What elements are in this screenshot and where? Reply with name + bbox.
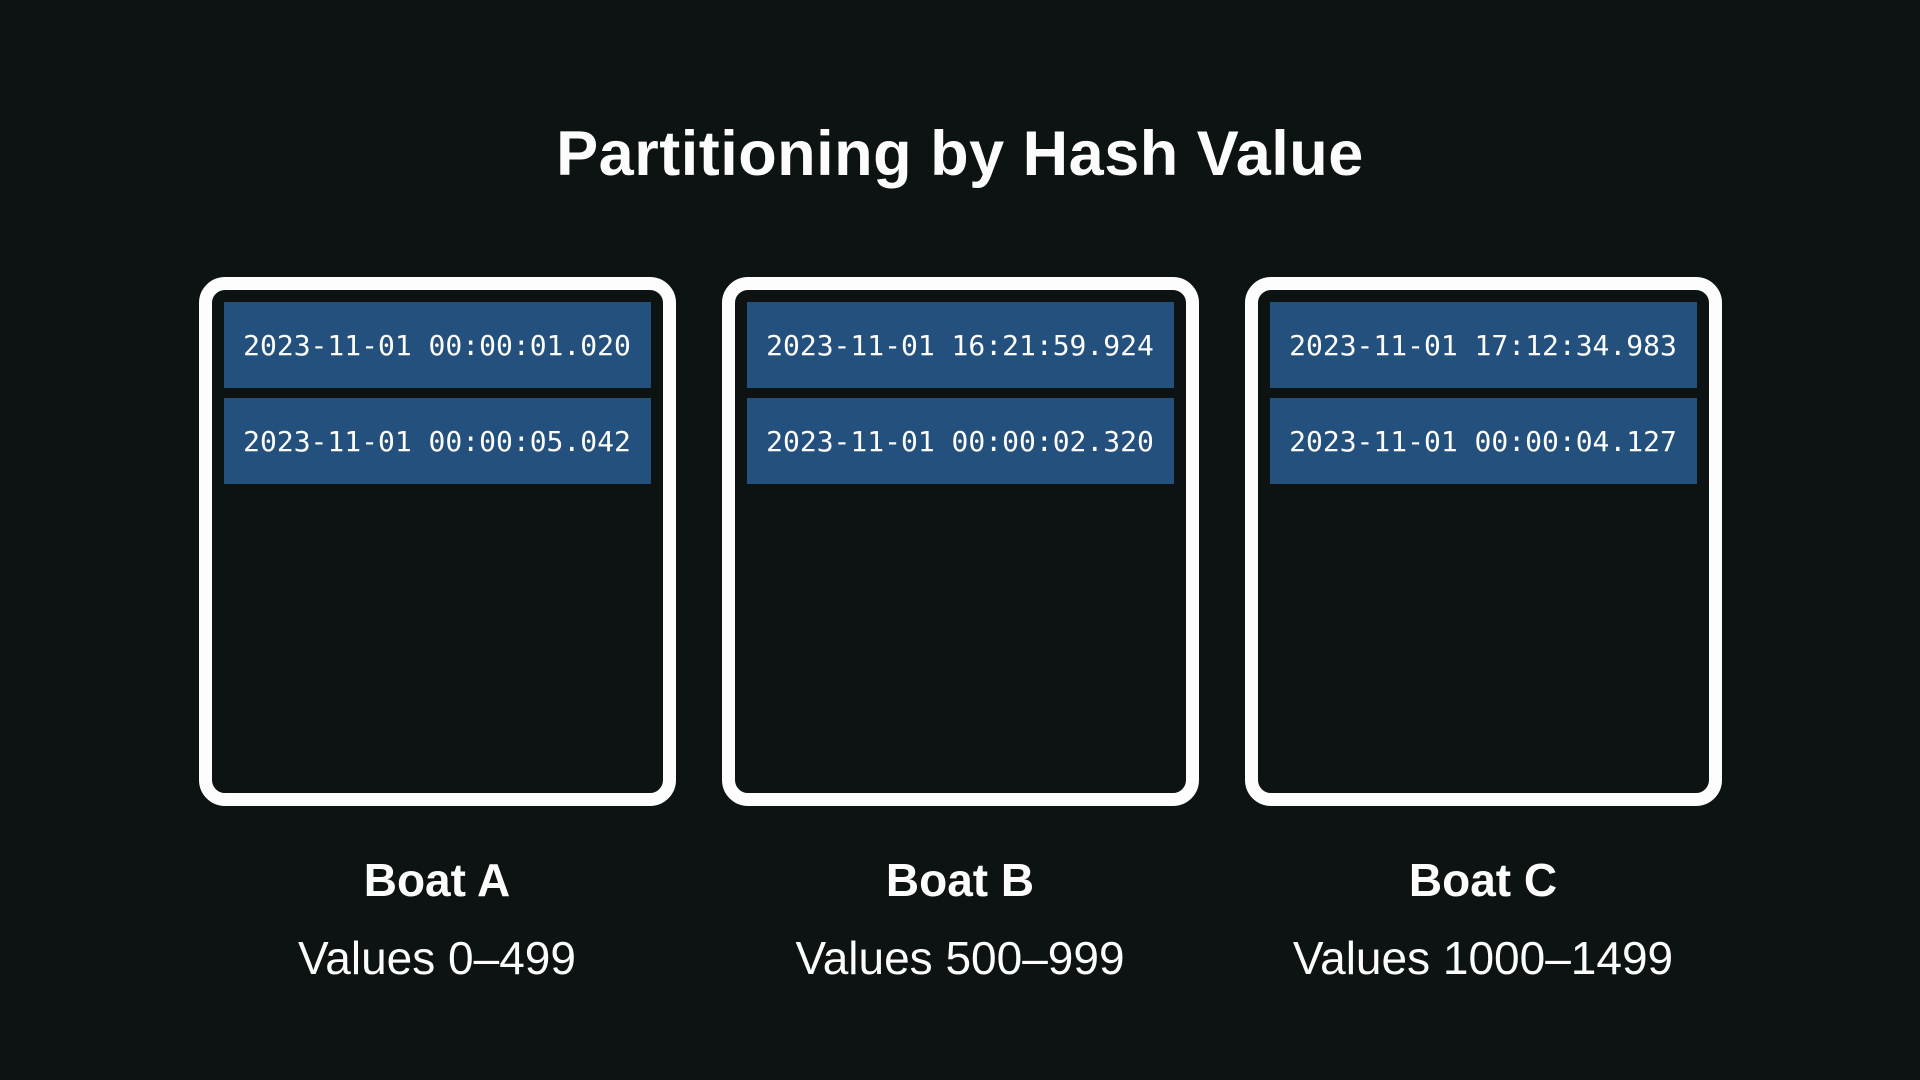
page-title: Partitioning by Hash Value xyxy=(556,119,1364,189)
record-bar: 2023-11-01 00:00:01.020 xyxy=(223,302,651,388)
record-bar: 2023-11-01 17:12:34.983 xyxy=(1269,302,1697,388)
partition-box-b: 2023-11-01 16:21:59.924 2023-11-01 00:00… xyxy=(721,277,1199,806)
partition-name: Boat A xyxy=(363,854,511,906)
partition-column-b: 2023-11-01 16:21:59.924 2023-11-01 00:00… xyxy=(721,277,1199,984)
record-bar: 2023-11-01 00:00:04.127 xyxy=(1269,398,1697,484)
partition-name: Boat C xyxy=(1408,854,1558,906)
partition-box-a: 2023-11-01 00:00:01.020 2023-11-01 00:00… xyxy=(198,277,676,806)
record-bar: 2023-11-01 16:21:59.924 xyxy=(746,302,1174,388)
partition-range: Values 1000–1499 xyxy=(1292,932,1674,984)
partition-range: Values 0–499 xyxy=(298,932,576,984)
partition-name: Boat B xyxy=(885,854,1035,906)
partition-column-c: 2023-11-01 17:12:34.983 2023-11-01 00:00… xyxy=(1244,277,1722,984)
partitions-row: 2023-11-01 00:00:01.020 2023-11-01 00:00… xyxy=(0,277,1920,984)
partition-column-a: 2023-11-01 00:00:01.020 2023-11-01 00:00… xyxy=(198,277,676,984)
record-bar: 2023-11-01 00:00:02.320 xyxy=(746,398,1174,484)
record-bar: 2023-11-01 00:00:05.042 xyxy=(223,398,651,484)
partition-box-c: 2023-11-01 17:12:34.983 2023-11-01 00:00… xyxy=(1244,277,1722,806)
partition-range: Values 500–999 xyxy=(795,932,1125,984)
